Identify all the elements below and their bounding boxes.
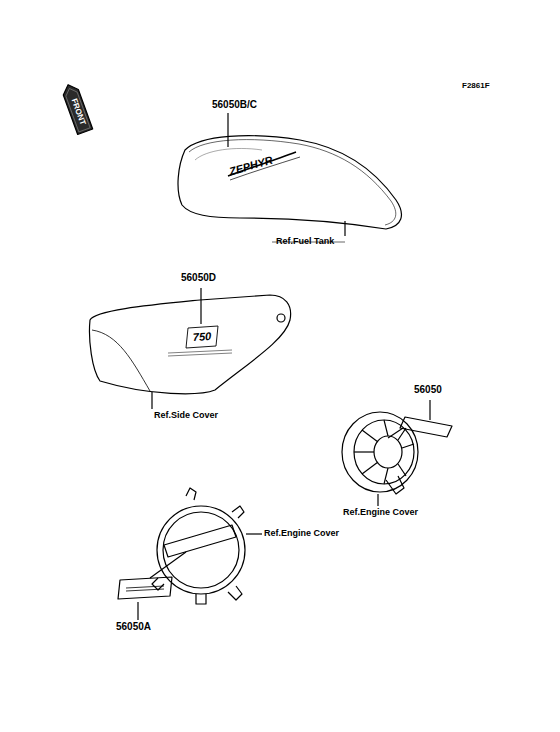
- fuel-tank: [178, 136, 401, 229]
- reference-label: Ref.Fuel Tank: [276, 237, 334, 246]
- part-number: 56050: [414, 385, 442, 395]
- part-number: 56050D: [181, 273, 216, 283]
- emblem-text: ZEPHYR: [228, 155, 274, 178]
- part-number: 56050A: [116, 622, 151, 632]
- leader-line: [377, 494, 378, 506]
- leader-line: [151, 392, 152, 409]
- front-arrow-icon: [61, 82, 93, 134]
- reference-label: Ref.Engine Cover: [343, 508, 418, 517]
- leader-line: [227, 113, 228, 147]
- side-cover: [89, 295, 290, 394]
- leader-line: [137, 602, 138, 620]
- logo-decal: [118, 577, 172, 599]
- leader-line: [150, 552, 186, 578]
- part-number: 56050B/C: [212, 100, 257, 110]
- figure-code: F2861F: [462, 82, 490, 90]
- leader-line: [388, 428, 403, 438]
- engine-cover-left: [152, 488, 245, 604]
- leader-line: [200, 288, 201, 324]
- engine-cover-right: [342, 412, 418, 494]
- reference-label: Ref.Engine Cover: [264, 529, 339, 538]
- leader-line: [246, 533, 262, 534]
- leader-line: [429, 400, 430, 420]
- label-sticker: [400, 417, 452, 437]
- leader-line: [344, 221, 345, 236]
- front-marker: FRONT: [70, 98, 87, 127]
- emblem-text: 750: [193, 331, 212, 343]
- reference-label: Ref.Side Cover: [154, 411, 218, 420]
